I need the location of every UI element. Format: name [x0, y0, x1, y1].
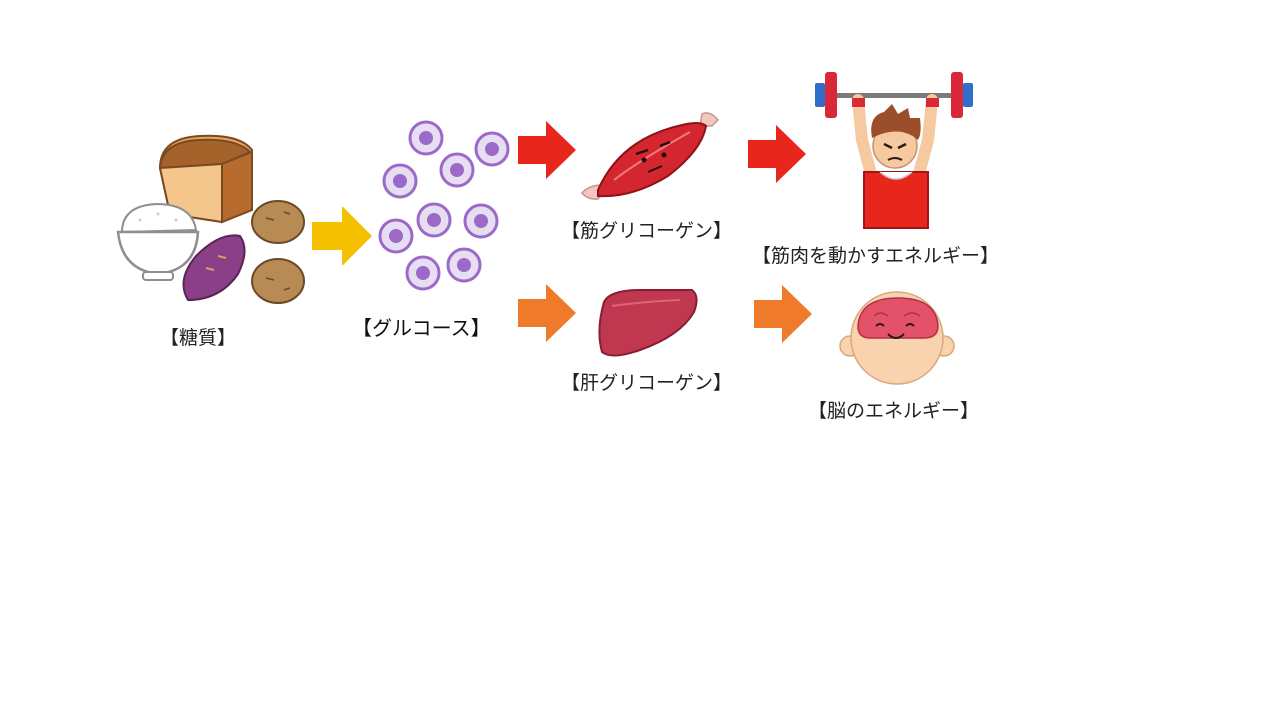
brain-energy-label: 【脳のエネルギー】 — [808, 400, 980, 422]
rice-bowl-icon — [116, 202, 200, 281]
glucose-molecule-icon — [474, 131, 510, 167]
muscle-glycogen-label: 【筋グリコーゲン】 — [561, 220, 733, 242]
arrow-to-liver-glycogen — [518, 284, 576, 342]
sweet-potato-icon — [182, 234, 246, 302]
potato-icon — [251, 200, 305, 304]
glucose-molecule-icon — [416, 202, 452, 238]
glucose-molecule-icon — [463, 203, 499, 239]
arrow-to-brain-energy — [754, 285, 812, 343]
arrow-to-muscle-energy — [748, 125, 806, 183]
sugar-foods-illustration — [116, 134, 305, 304]
weightlifter-icon — [815, 72, 973, 229]
liver-glycogen-label: 【肝グリコーゲン】 — [561, 372, 733, 394]
sugar-label: 【糖質】 — [160, 327, 237, 349]
bread-icon — [158, 134, 253, 224]
glucose-molecule-icon — [439, 152, 475, 188]
muscle-icon — [581, 112, 720, 200]
glucose-molecules-illustration — [378, 120, 510, 291]
glucose-molecule-icon — [446, 247, 482, 283]
glucose-molecule-icon — [408, 120, 444, 156]
liver-icon — [598, 289, 698, 357]
glucose-molecule-icon — [378, 218, 414, 254]
brain-face-icon — [839, 291, 955, 385]
glucose-molecule-icon — [405, 255, 441, 291]
muscle-energy-label: 【筋肉を動かすエネルギー】 — [752, 245, 1000, 267]
arrow-to-glucose — [312, 206, 372, 266]
glucose-label: 【グルコース】 — [352, 316, 491, 340]
arrow-to-muscle-glycogen — [518, 121, 576, 179]
glucose-molecule-icon — [382, 163, 418, 199]
